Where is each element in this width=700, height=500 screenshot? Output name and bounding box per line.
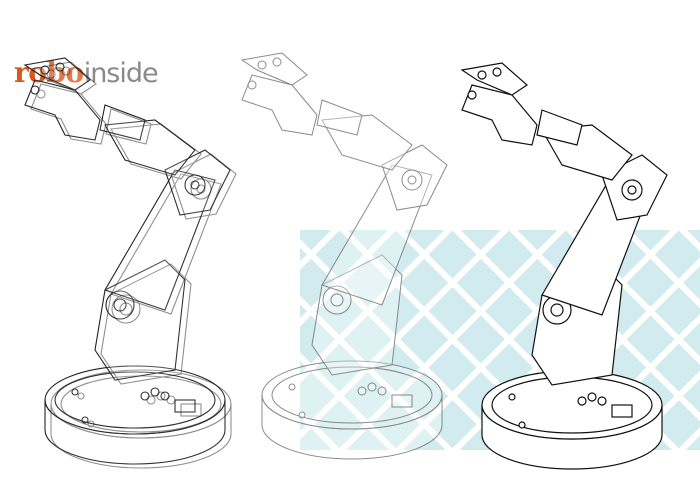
logo-inside: inside — [83, 58, 159, 89]
robot-arm-wireframe — [24, 57, 237, 469]
